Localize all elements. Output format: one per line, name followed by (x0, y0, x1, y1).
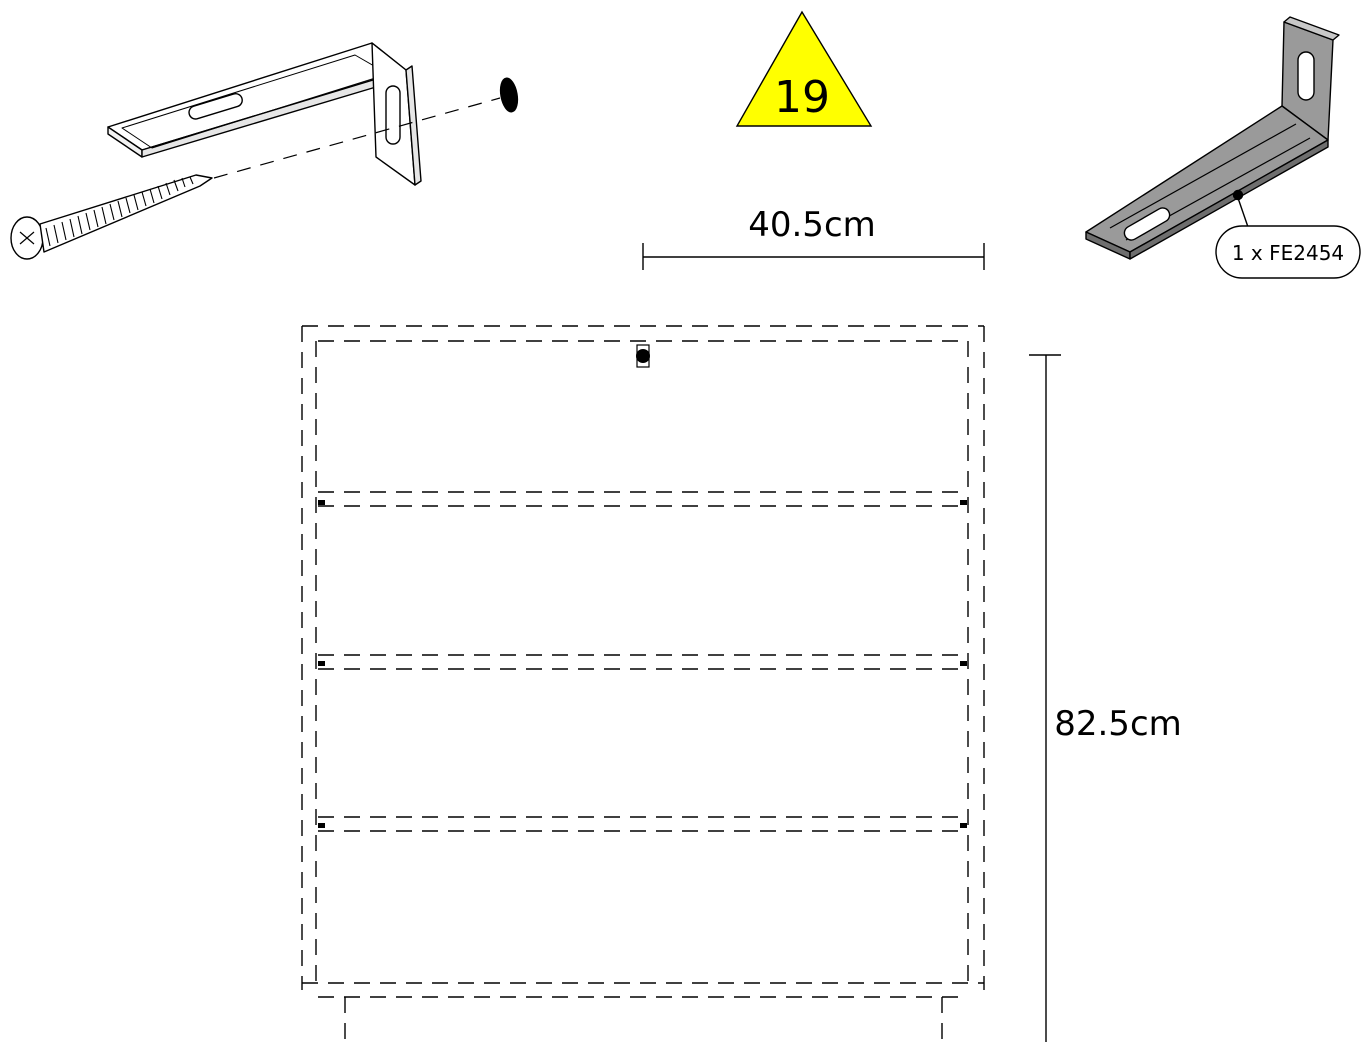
width-dimension (642, 243, 985, 270)
screw-icon (10, 174, 213, 260)
step-badge: 19 (735, 10, 873, 127)
wall-bracket-position (636, 344, 650, 368)
cabinet-outline (301, 325, 985, 1044)
shelf-pins (318, 500, 967, 828)
bracket-assembly-illustration (10, 42, 519, 260)
height-dimension-label: 82.5cm (1054, 704, 1182, 744)
width-dimension-label: 40.5cm (748, 205, 876, 245)
l-bracket-part-icon (1085, 16, 1340, 260)
l-bracket-icon (107, 42, 422, 186)
height-dimension (1029, 354, 1061, 1042)
step-number: 19 (774, 72, 830, 123)
wall-plug-icon (499, 77, 519, 113)
part-label-box (1215, 225, 1361, 279)
part-label: 1 x FE2454 (1232, 241, 1344, 265)
part-callout: 1 x FE2454 (1085, 16, 1361, 279)
